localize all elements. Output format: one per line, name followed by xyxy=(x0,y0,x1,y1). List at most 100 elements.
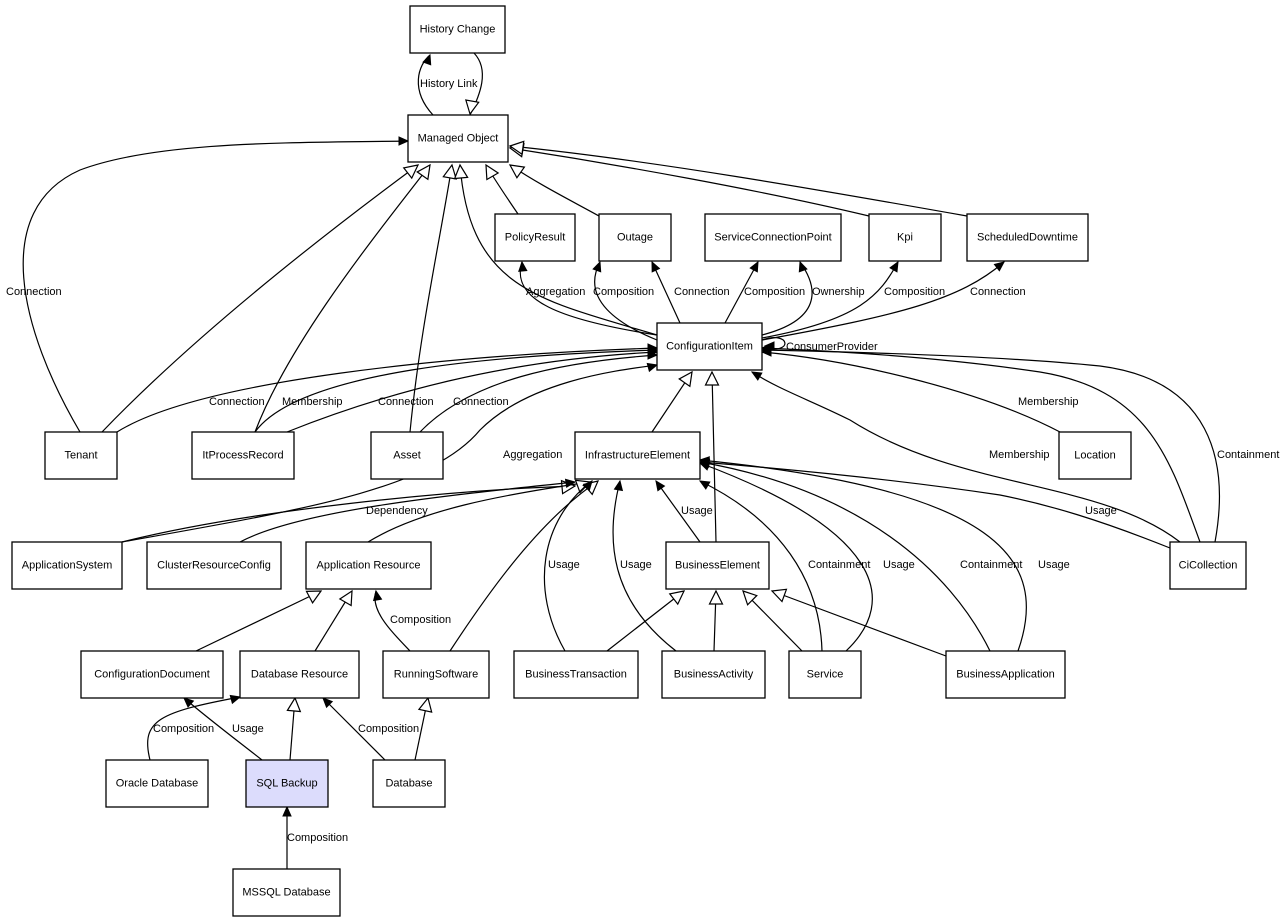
edge-label: Usage xyxy=(232,723,264,735)
node-label: PolicyResult xyxy=(505,232,566,244)
node-database[interactable]: Database xyxy=(372,759,446,808)
edge-label: Usage xyxy=(548,559,580,571)
node-box[interactable] xyxy=(945,650,1066,699)
node-box[interactable] xyxy=(80,650,224,699)
node-box[interactable] xyxy=(372,759,446,808)
node-box[interactable] xyxy=(409,5,506,54)
node-asset[interactable]: Asset xyxy=(370,431,444,480)
node-box[interactable] xyxy=(245,759,329,808)
edge-outage-to-managed_object xyxy=(508,164,600,217)
node-configuration-item[interactable]: ConfigurationItem xyxy=(656,322,763,371)
node-box[interactable] xyxy=(305,541,432,590)
node-box[interactable] xyxy=(494,213,576,262)
edge-label: Usage xyxy=(1085,505,1117,517)
node-box[interactable] xyxy=(382,650,490,699)
node-service[interactable]: Service xyxy=(788,650,862,699)
association-line xyxy=(183,697,263,761)
hollow-triangle-arrow-icon xyxy=(338,589,353,607)
node-scheduled-downtime[interactable]: ScheduledDowntime xyxy=(966,213,1089,262)
node-box[interactable] xyxy=(407,114,509,163)
edge-configuration_item-to-outage xyxy=(592,260,658,341)
node-box[interactable] xyxy=(1058,431,1132,480)
node-box[interactable] xyxy=(146,541,282,590)
hollow-triangle-arrow-icon xyxy=(508,164,526,179)
filled-arrow-icon xyxy=(183,697,195,708)
edge-label: Composition xyxy=(884,286,945,298)
node-tenant[interactable]: Tenant xyxy=(44,431,118,480)
node-cluster-resource-config[interactable]: ClusterResourceConfig xyxy=(146,541,282,590)
node-application-system[interactable]: ApplicationSystem xyxy=(11,541,123,590)
node-history-change[interactable]: History Change xyxy=(409,5,506,54)
edge-kpi-to-managed_object xyxy=(508,143,870,217)
edge-policy_result-to-managed_object xyxy=(485,163,519,215)
edge-database_resource-to-application_resource xyxy=(314,589,353,652)
node-mssql-database[interactable]: MSSQL Database xyxy=(232,868,341,917)
hollow-triangle-arrow-icon xyxy=(453,163,469,180)
node-business-activity[interactable]: BusinessActivity xyxy=(661,650,766,699)
edge-label: Usage xyxy=(681,505,713,517)
node-box[interactable] xyxy=(232,868,341,917)
node-managed-object[interactable]: Managed Object xyxy=(407,114,509,163)
node-box[interactable] xyxy=(704,213,842,262)
node-service-connection-point[interactable]: ServiceConnectionPoint xyxy=(704,213,842,262)
association-line xyxy=(651,261,681,324)
edge-tenant-to-configuration_item xyxy=(116,343,659,433)
association-line xyxy=(761,349,1220,543)
edge-running_software-to-application_resource xyxy=(372,589,411,652)
hollow-triangle-arrow-icon xyxy=(442,163,457,180)
node-sql-backup[interactable]: SQL Backup xyxy=(245,759,329,808)
filled-arrow-icon xyxy=(993,261,1005,272)
node-box[interactable] xyxy=(574,431,701,480)
edge-application_system-to-configuration_item xyxy=(121,362,659,543)
inheritance-line xyxy=(121,485,576,543)
edge-label: Membership xyxy=(989,449,1050,461)
node-business-element[interactable]: BusinessElement xyxy=(665,541,770,590)
node-business-application[interactable]: BusinessApplication xyxy=(945,650,1066,699)
node-label: Managed Object xyxy=(418,133,499,145)
node-box[interactable] xyxy=(370,431,444,480)
node-it-process-record[interactable]: ItProcessRecord xyxy=(191,431,295,480)
node-application-resource[interactable]: Application Resource xyxy=(305,541,432,590)
node-policy-result[interactable]: PolicyResult xyxy=(494,213,576,262)
node-box[interactable] xyxy=(11,541,123,590)
node-box[interactable] xyxy=(665,541,770,590)
edge-configuration_item-to-kpi xyxy=(761,260,899,339)
edges-layer xyxy=(22,52,1220,869)
inheritance-line xyxy=(449,480,599,652)
node-box[interactable] xyxy=(656,322,763,371)
node-running-software[interactable]: RunningSoftware xyxy=(382,650,490,699)
filled-arrow-icon xyxy=(398,136,410,146)
node-box[interactable] xyxy=(191,431,295,480)
inheritance-line xyxy=(509,164,600,217)
edge-label: Aggregation xyxy=(503,449,562,461)
edge-label: Composition xyxy=(744,286,805,298)
node-label: ScheduledDowntime xyxy=(977,232,1078,244)
node-box[interactable] xyxy=(966,213,1089,262)
node-box[interactable] xyxy=(868,213,942,262)
node-box[interactable] xyxy=(513,650,639,699)
node-box[interactable] xyxy=(788,650,862,699)
node-box[interactable] xyxy=(1169,541,1247,590)
node-outage[interactable]: Outage xyxy=(598,213,672,262)
node-ci-collection[interactable]: CiCollection xyxy=(1169,541,1247,590)
node-business-transaction[interactable]: BusinessTransaction xyxy=(513,650,639,699)
edge-business_application-to-business_element xyxy=(770,588,947,657)
node-box[interactable] xyxy=(239,650,360,699)
node-box[interactable] xyxy=(105,759,209,808)
association-line xyxy=(239,481,576,543)
edge-label: ConsumerProvider xyxy=(786,341,878,353)
edge-configuration_item-to-service_connection_point xyxy=(761,260,813,336)
node-configuration-document[interactable]: ConfigurationDocument xyxy=(80,650,224,699)
node-location[interactable]: Location xyxy=(1058,431,1132,480)
filled-arrow-icon xyxy=(518,260,528,272)
node-kpi[interactable]: Kpi xyxy=(868,213,942,262)
node-infrastructure-element[interactable]: InfrastructureElement xyxy=(574,431,701,480)
node-database-resource[interactable]: Database Resource xyxy=(239,650,360,699)
edge-label: Containment xyxy=(808,559,870,571)
association-line xyxy=(519,261,658,336)
node-box[interactable] xyxy=(44,431,118,480)
node-box[interactable] xyxy=(598,213,672,262)
inheritance-line xyxy=(101,164,419,433)
node-oracle-database[interactable]: Oracle Database xyxy=(105,759,209,808)
node-box[interactable] xyxy=(661,650,766,699)
